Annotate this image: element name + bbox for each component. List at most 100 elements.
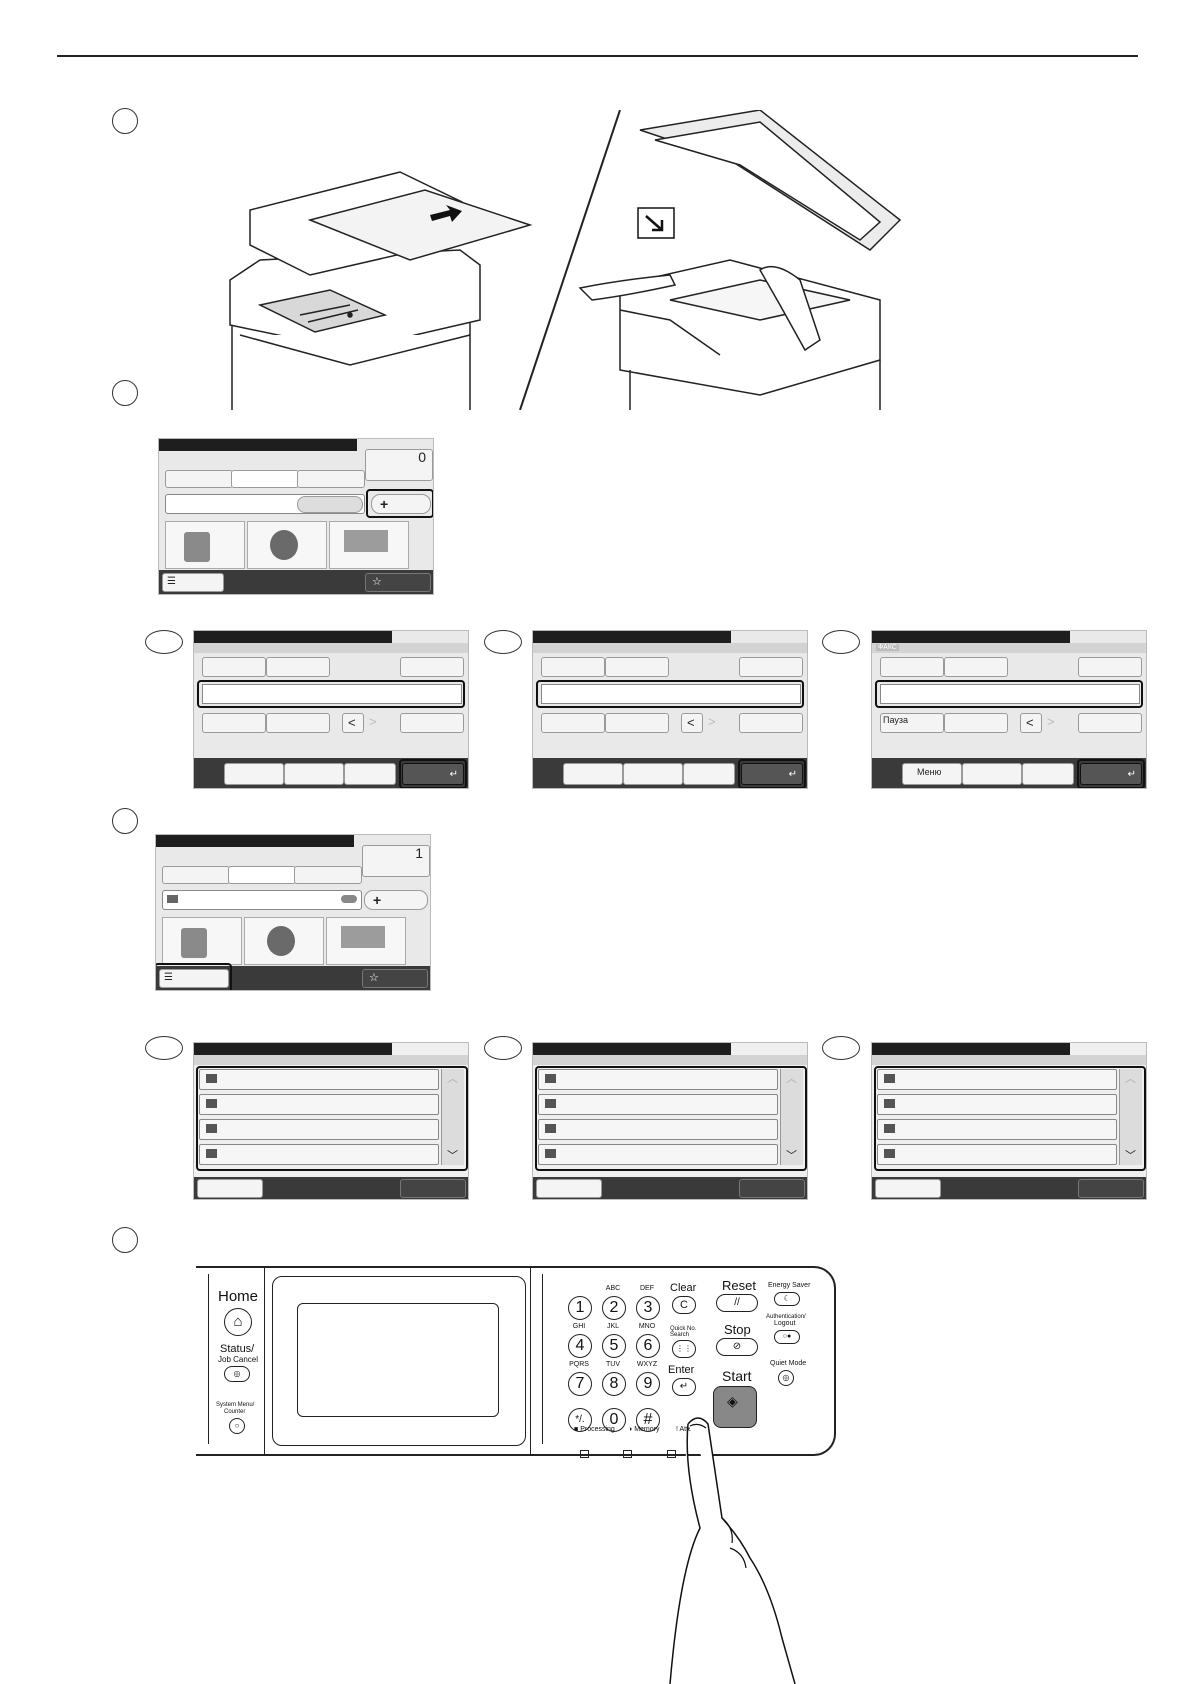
key-c2[interactable] <box>944 657 1008 677</box>
keypad-key[interactable]: 3 <box>636 1296 660 1320</box>
list-footer-left-c[interactable] <box>875 1179 941 1198</box>
keypad-key[interactable]: # <box>636 1408 660 1432</box>
stop-key[interactable]: ⊘ <box>716 1338 758 1356</box>
status-job-cancel-key[interactable]: ◎ <box>224 1366 250 1382</box>
menu-b[interactable] <box>563 763 623 785</box>
touch-panel-display[interactable] <box>297 1303 499 1417</box>
soft-c2[interactable] <box>962 763 1022 785</box>
keypad-key[interactable]: 4 <box>568 1334 592 1358</box>
soft-b3[interactable] <box>683 763 735 785</box>
scrollbar[interactable]: ︿ ﹀ <box>780 1069 803 1165</box>
pause-key[interactable]: Пауза <box>880 713 944 733</box>
favorites-button-2[interactable]: ☆ <box>362 969 428 988</box>
soft-a2[interactable] <box>284 763 344 785</box>
soft-b2[interactable] <box>623 763 683 785</box>
list-row[interactable] <box>199 1144 439 1165</box>
dest-pill-button[interactable] <box>297 496 363 513</box>
tab-3[interactable] <box>297 470 365 488</box>
menu-button[interactable]: Меню <box>902 763 962 785</box>
menu-a[interactable] <box>224 763 284 785</box>
phone-book-icon[interactable] <box>247 521 327 569</box>
list-row[interactable] <box>538 1119 778 1140</box>
quick-no-search-key[interactable]: ⋮⋮ <box>672 1340 696 1358</box>
one-touch-key-icon[interactable] <box>329 521 409 569</box>
key-a5[interactable] <box>266 713 330 733</box>
key-c1[interactable] <box>880 657 944 677</box>
keypad-key[interactable]: 1 <box>568 1296 592 1320</box>
number-input-a[interactable] <box>202 684 462 704</box>
list-row[interactable] <box>538 1069 778 1090</box>
key-a4[interactable] <box>202 713 266 733</box>
ok-button-a[interactable]: ↵ <box>402 763 464 785</box>
add-destination-button-2[interactable]: + <box>364 890 428 910</box>
list-row[interactable] <box>199 1119 439 1140</box>
list-row[interactable] <box>877 1144 1117 1165</box>
keypad-key[interactable]: 0 <box>602 1408 626 1432</box>
key-b5[interactable] <box>605 713 669 733</box>
clear-key[interactable]: C <box>672 1296 696 1314</box>
tab-2b[interactable] <box>228 866 296 884</box>
scrollbar[interactable]: ︿ ﹀ <box>441 1069 464 1165</box>
address-book-icon[interactable] <box>165 521 245 569</box>
key-c5[interactable] <box>944 713 1008 733</box>
cursor-left-a[interactable]: < <box>342 713 364 733</box>
keypad-key[interactable]: 7 <box>568 1372 592 1396</box>
keypad-key[interactable]: */. <box>568 1408 592 1432</box>
number-input-b[interactable] <box>541 684 801 704</box>
key-a1[interactable] <box>202 657 266 677</box>
key-a3[interactable] <box>400 657 464 677</box>
favorites-button[interactable]: ☆ <box>365 573 431 592</box>
key-b1[interactable] <box>541 657 605 677</box>
list-row[interactable] <box>199 1069 439 1090</box>
list-footer-right-c[interactable] <box>1078 1179 1144 1198</box>
soft-a3[interactable] <box>344 763 396 785</box>
list-row[interactable] <box>538 1094 778 1115</box>
keypad-key[interactable]: 6 <box>636 1334 660 1358</box>
keypad-key[interactable]: 8 <box>602 1372 626 1396</box>
reset-key[interactable]: // <box>716 1294 758 1312</box>
key-b2[interactable] <box>605 657 669 677</box>
add-destination-button[interactable]: + <box>371 494 431 514</box>
keypad-key[interactable]: 5 <box>602 1334 626 1358</box>
list-footer-right-b[interactable] <box>739 1179 805 1198</box>
tab-1[interactable] <box>165 470 233 488</box>
home-key[interactable]: ⌂ <box>224 1308 252 1336</box>
system-menu-key[interactable]: ○ <box>229 1418 245 1434</box>
scrollbar[interactable]: ︿ ﹀ <box>1119 1069 1142 1165</box>
list-footer-right-a[interactable] <box>400 1179 466 1198</box>
start-key[interactable]: ◈ <box>713 1386 757 1428</box>
enter-key[interactable]: ↵ <box>672 1378 696 1396</box>
cursor-left-c[interactable]: < <box>1020 713 1042 733</box>
keypad-key[interactable]: 9 <box>636 1372 660 1396</box>
list-footer-left-a[interactable] <box>197 1179 263 1198</box>
number-input-c[interactable] <box>880 684 1140 704</box>
destination-list-button[interactable]: ☰ <box>162 573 224 592</box>
phone-book-icon[interactable] <box>244 917 324 965</box>
destination-display[interactable] <box>162 890 362 910</box>
key-c6[interactable] <box>1078 713 1142 733</box>
soft-c3[interactable] <box>1022 763 1074 785</box>
key-a6[interactable] <box>400 713 464 733</box>
auth-logout-key[interactable]: ○● <box>774 1330 800 1344</box>
key-b6[interactable] <box>739 713 803 733</box>
list-row[interactable] <box>877 1069 1117 1090</box>
quiet-mode-key[interactable]: ◎ <box>778 1370 794 1386</box>
list-row[interactable] <box>877 1119 1117 1140</box>
key-c3[interactable] <box>1078 657 1142 677</box>
ok-button-c[interactable]: ↵ <box>1080 763 1142 785</box>
key-a2[interactable] <box>266 657 330 677</box>
list-row[interactable] <box>538 1144 778 1165</box>
tab-2[interactable] <box>231 470 299 488</box>
tab-3b[interactable] <box>294 866 362 884</box>
list-row[interactable] <box>199 1094 439 1115</box>
list-row[interactable] <box>877 1094 1117 1115</box>
cursor-left-b[interactable]: < <box>681 713 703 733</box>
energy-saver-key[interactable]: ☾ <box>774 1292 800 1306</box>
address-book-icon[interactable] <box>162 917 242 965</box>
tab-1b[interactable] <box>162 866 230 884</box>
list-footer-left-b[interactable] <box>536 1179 602 1198</box>
ok-button-b[interactable]: ↵ <box>741 763 803 785</box>
key-b3[interactable] <box>739 657 803 677</box>
one-touch-key-icon[interactable] <box>326 917 406 965</box>
key-b4[interactable] <box>541 713 605 733</box>
